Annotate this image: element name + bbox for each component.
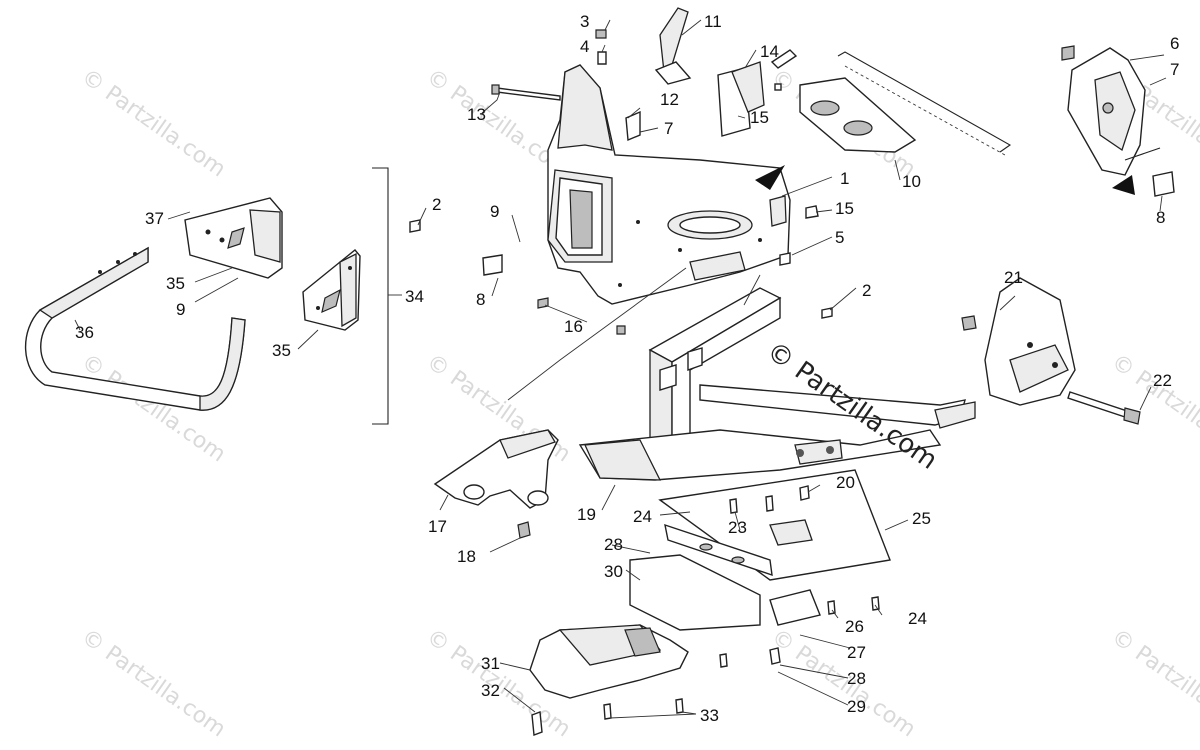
skid-bracket-28 — [664, 523, 773, 577]
callout-18: 18 — [457, 547, 476, 566]
callout-13: 13 — [467, 105, 486, 124]
watermark: © Partzilla.com — [77, 64, 230, 182]
guard-31 — [529, 624, 689, 699]
callout-34: 34 — [405, 287, 424, 306]
callout-22: 22 — [1153, 371, 1172, 390]
callout-33: 33 — [700, 706, 719, 725]
callout-24: 24 — [908, 609, 927, 628]
fasteners-lower — [531, 485, 880, 736]
bumper-bracket-upper — [184, 197, 283, 279]
main-frame — [578, 287, 976, 481]
watermark: © Partzilla.com — [77, 624, 230, 742]
callout-23: 23 — [728, 518, 747, 537]
callout-12: 12 — [660, 90, 679, 109]
callout-9: 9 — [490, 202, 499, 221]
bolt-22 — [1067, 391, 1141, 425]
callout-11: 11 — [704, 12, 722, 31]
plate-27 — [769, 589, 821, 626]
watermark: © Partzilla.com — [1107, 624, 1200, 742]
front-bumper — [24, 246, 246, 411]
callout-1: 1 — [840, 169, 849, 188]
callout-26: 26 — [845, 617, 864, 636]
watermark: © Partzilla.com — [767, 624, 920, 742]
callout-8: 8 — [1156, 208, 1165, 227]
group-bracket — [372, 167, 389, 425]
callout-15: 15 — [835, 199, 854, 218]
callout-7: 7 — [664, 119, 673, 138]
headlight-bracket — [799, 51, 1012, 156]
callout-2: 2 — [862, 281, 871, 300]
callout-20: 20 — [836, 473, 855, 492]
callout-36: 36 — [75, 323, 94, 342]
callout-28: 28 — [604, 535, 623, 554]
callout-3: 3 — [580, 12, 589, 31]
callout-19: 19 — [577, 505, 596, 524]
bolt-13 — [491, 84, 561, 101]
callout-21: 21 — [1004, 268, 1023, 287]
callout-6: 6 — [1170, 34, 1179, 53]
leader-lines — [74, 19, 1167, 719]
direction-arrow — [1112, 175, 1135, 195]
callout-25: 25 — [912, 509, 931, 528]
callout-7: 7 — [1170, 60, 1179, 79]
bumper-bracket-lower — [302, 249, 361, 331]
callout-8: 8 — [476, 290, 485, 309]
cover-14 — [717, 49, 798, 137]
callout-4: 4 — [580, 37, 589, 56]
skid-plate-30 — [629, 554, 761, 631]
callout-5: 5 — [835, 228, 844, 247]
side-plate — [961, 277, 1076, 406]
front-bulkhead — [547, 64, 791, 305]
callout-24: 24 — [633, 507, 652, 526]
callout-32: 32 — [481, 681, 500, 700]
callout-2: 2 — [432, 195, 441, 214]
callout-17: 17 — [428, 517, 447, 536]
callout-37: 37 — [145, 209, 164, 228]
skid-plate-25 — [658, 469, 891, 581]
callout-35: 35 — [166, 274, 185, 293]
callout-28: 28 — [847, 669, 866, 688]
callout-15: 15 — [750, 108, 769, 127]
callout-labels: 3 4 11 14 12 13 15 7 1 10 6 7 8 2 37 9 1… — [75, 12, 1179, 725]
callout-30: 30 — [604, 562, 623, 581]
callout-29: 29 — [847, 697, 866, 716]
direction-arrow — [755, 165, 785, 190]
mirror — [654, 7, 692, 85]
callout-9: 9 — [176, 300, 185, 319]
callout-27: 27 — [847, 643, 866, 662]
callout-31: 31 — [481, 654, 500, 673]
callout-16: 16 — [564, 317, 583, 336]
callout-10: 10 — [902, 172, 921, 191]
callout-35: 35 — [272, 341, 291, 360]
steering-support — [1061, 45, 1175, 197]
callout-14: 14 — [760, 42, 779, 61]
spindle-17 — [433, 429, 559, 539]
